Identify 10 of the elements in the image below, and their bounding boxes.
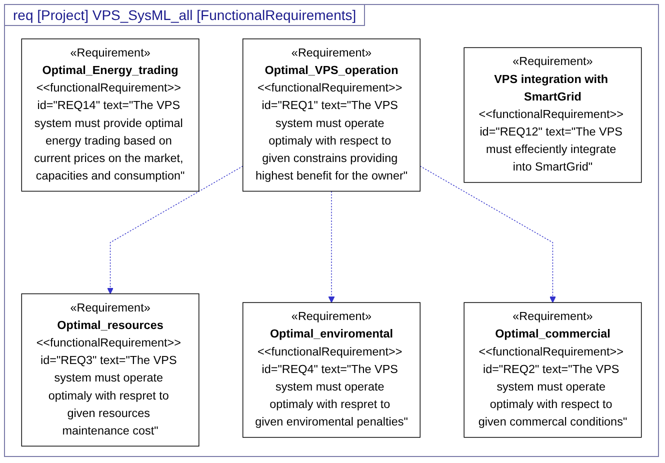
arrow (328, 190, 335, 303)
node-box: «Requirement» Optimal_resources <<functionalRequirement>> id="REQ3" text="The VPS system must operate optimaly with respret to given resources maintenance cost" (21, 293, 200, 446)
arrow (420, 166, 556, 303)
node-box: «Requirement» VPS integration with SmartGrid <<functionalRequirement>> id="REQ12" text="The VPS must effeciently integrate into SmartGrid" (464, 47, 642, 183)
arrow (107, 166, 244, 294)
node-box: «Requirement» Optimal_VPS_operation <<functionalRequirement>> id="REQ1" text="The VPS system must operate optimaly with respect to given constrains providing highest benefit for the owner" (242, 38, 420, 192)
node-box: «Requirement» Optimal_commercial <<functionalRequirement>> id="REQ2" text="The VPS system must operate optimaly with respect to given commercal conditions" (464, 302, 642, 438)
node-box: «Requirement» Optimal_enviromental <<functionalRequirement>> id="REQ4" text="The VPS system must operate optimaly with respret to given enviromental penalties" (242, 302, 420, 438)
node-box: «Requirement» Optimal_Energy_trading <<functionalRequirement>> id="REQ14" text="The VPS system must provide optimal energy trading based on current prices on the market, capacities and consumption" (21, 38, 200, 192)
diagram-frame-title: req [Project] VPS_SysML_all [FunctionalRequirements] (5, 5, 366, 26)
